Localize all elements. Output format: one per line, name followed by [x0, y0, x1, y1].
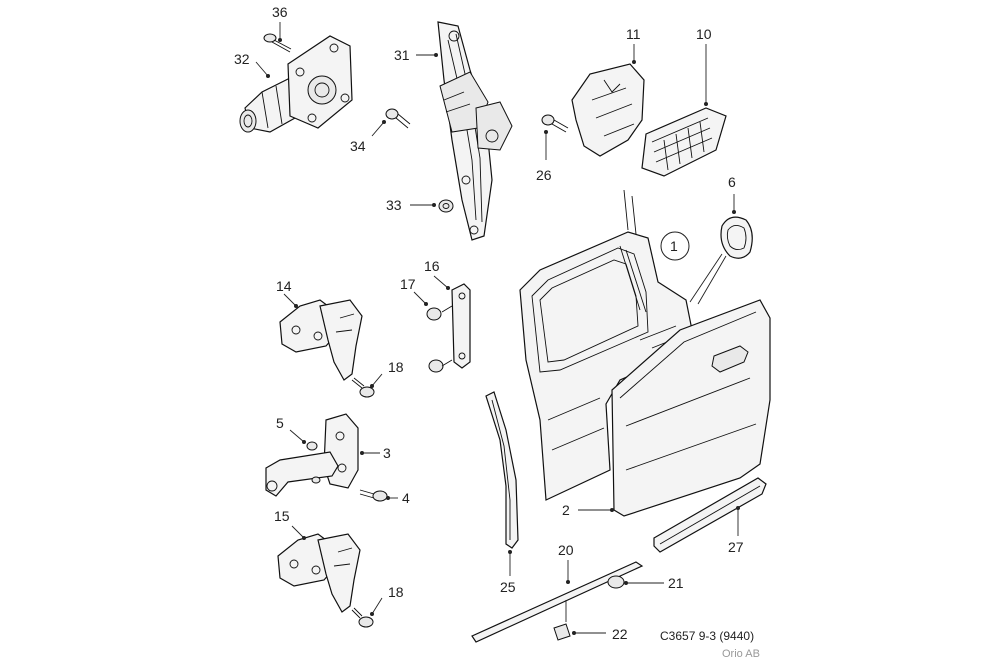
bracket-part-11	[571, 63, 645, 157]
callout-10: 10	[696, 26, 712, 42]
callout-25: 25	[500, 579, 516, 595]
sill-strip-part-20	[471, 561, 644, 643]
door-check-part-3	[265, 413, 359, 497]
check-strap-part-16	[451, 283, 471, 369]
weatherstrip-part-25	[485, 391, 519, 549]
door-skin-part-2	[611, 299, 771, 517]
drawing-caption: C3657 9-3 (9440)	[660, 629, 754, 643]
callout-21: 21	[668, 575, 684, 591]
screw-part-18a	[351, 377, 375, 398]
screw-part-26	[541, 114, 569, 133]
motor-part-32	[239, 35, 353, 133]
copyright-text: Orio AB	[722, 648, 760, 660]
screw-part-34	[385, 108, 411, 129]
screw-part-18b	[351, 607, 374, 628]
nut-part-33	[438, 199, 454, 213]
regulator-part-31	[437, 21, 513, 241]
screw-part-5	[306, 441, 318, 451]
callout-27: 27	[728, 539, 744, 555]
clip-part-21	[607, 575, 625, 589]
callout-20: 20	[558, 542, 574, 558]
callout-32: 32	[234, 51, 250, 67]
callout-14: 14	[276, 278, 292, 294]
callout-18-upper: 18	[388, 359, 404, 375]
screw-part-36	[263, 33, 292, 53]
callout-34: 34	[350, 138, 366, 154]
leader-door-frame	[689, 253, 727, 305]
callout-26: 26	[536, 167, 552, 183]
nut-part-17	[426, 305, 453, 373]
grommet-part-6	[720, 216, 753, 259]
hinge-part-15	[277, 533, 361, 613]
trim-strip-part-27	[653, 477, 767, 553]
screw-part-4	[311, 476, 388, 502]
hinge-part-14	[279, 299, 363, 381]
callout-16: 16	[424, 258, 440, 274]
callout-6: 6	[728, 174, 736, 190]
leader-lines	[255, 22, 740, 635]
callout-15: 15	[274, 508, 290, 524]
callout-circle-1	[660, 231, 690, 261]
callout-33: 33	[386, 197, 402, 213]
callout-5: 5	[276, 415, 284, 431]
callout-18-lower: 18	[388, 584, 404, 600]
callout-22: 22	[612, 626, 628, 642]
callout-36: 36	[272, 4, 288, 20]
callout-31: 31	[394, 47, 410, 63]
door-frame-part-1	[519, 189, 693, 501]
callout-1: 1	[670, 238, 678, 254]
callout-11: 11	[626, 26, 641, 42]
callout-17: 17	[400, 276, 416, 292]
cover-panel-part-10	[641, 107, 727, 177]
callout-2: 2	[562, 502, 570, 518]
clip-part-22	[553, 623, 571, 641]
callout-3: 3	[383, 445, 391, 461]
callout-4: 4	[402, 490, 410, 506]
